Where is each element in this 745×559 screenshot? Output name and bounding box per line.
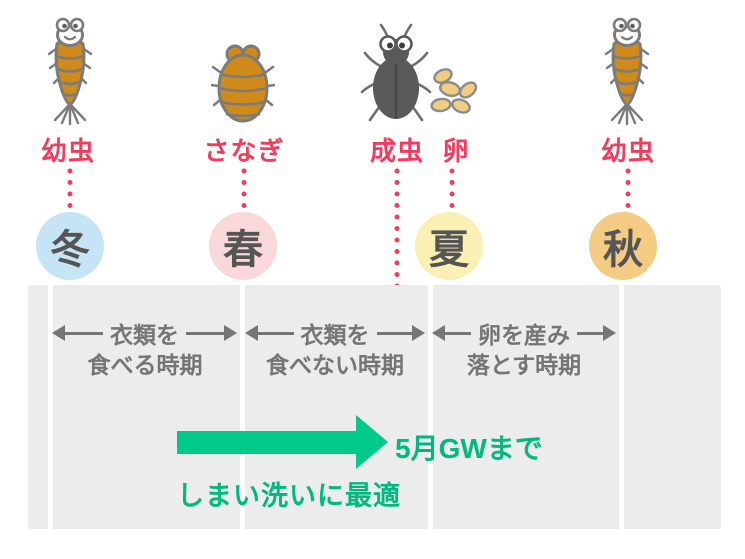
column-divider <box>428 285 433 529</box>
season-circle-autumn: 秋 <box>589 212 657 280</box>
arrowhead-right-icon <box>603 325 616 341</box>
period-label-line1: 卵を産み <box>478 322 570 348</box>
season-circle-winter: 冬 <box>36 212 104 280</box>
season-label-summer: 夏 <box>429 228 469 272</box>
promo-arrow-label: 5月GWまで <box>395 433 543 464</box>
column-divider <box>48 285 53 529</box>
period-label-line1: 衣類を <box>300 322 370 348</box>
season-circle-summer: 夏 <box>415 212 483 280</box>
pupa-icon <box>211 44 275 123</box>
larva-icon <box>47 17 93 126</box>
dotted-connector <box>67 168 73 211</box>
eggs-icon <box>430 68 478 114</box>
arrowhead-left-icon <box>52 325 65 341</box>
arrowhead-left-icon <box>432 325 445 341</box>
season-circle-spring: 春 <box>209 212 277 280</box>
period-range-not-eating: 衣類を <box>245 322 425 348</box>
season-label-winter: 冬 <box>50 228 90 272</box>
column-divider <box>619 285 624 529</box>
period-label-line2: 食べる時期 <box>87 352 203 378</box>
period-label-line1: 衣類を <box>110 322 179 348</box>
arrowhead-right-icon <box>412 325 425 341</box>
arrowhead-left-icon <box>245 325 258 341</box>
period-label-line2: 食べない時期 <box>266 352 404 378</box>
column-divider <box>240 285 245 529</box>
period-range-laying-eggs: 卵を産み <box>432 322 616 348</box>
promo-caption: しまい洗いに最適 <box>177 481 401 511</box>
promo-arrow-body <box>177 431 357 454</box>
adult-beetle-icon <box>360 23 432 122</box>
dotted-connector <box>625 168 631 211</box>
arrowhead-right-icon <box>224 325 237 341</box>
season-label-spring: 春 <box>223 228 263 272</box>
stage-label-larva-1: 幼虫 <box>40 136 96 166</box>
season-label-autumn: 秋 <box>603 228 643 272</box>
stage-label-adult: 成虫 <box>369 136 425 166</box>
dotted-connector <box>241 168 247 211</box>
stage-label-larva-2: 幼虫 <box>600 136 656 166</box>
larva-icon <box>604 17 650 126</box>
promo-arrow-head-icon <box>356 415 388 469</box>
dotted-connector <box>449 168 455 211</box>
stage-label-pupa: さなぎ <box>203 136 285 166</box>
period-label-line2: 落とす時期 <box>466 352 582 378</box>
timeline-band: 衣類を 食べる時期 衣類を 食べない時期 卵を産み 落とす時期 5月GWまで し… <box>28 285 721 529</box>
stage-label-eggs: 卵 <box>442 136 470 166</box>
period-range-eating: 衣類を <box>52 322 237 348</box>
